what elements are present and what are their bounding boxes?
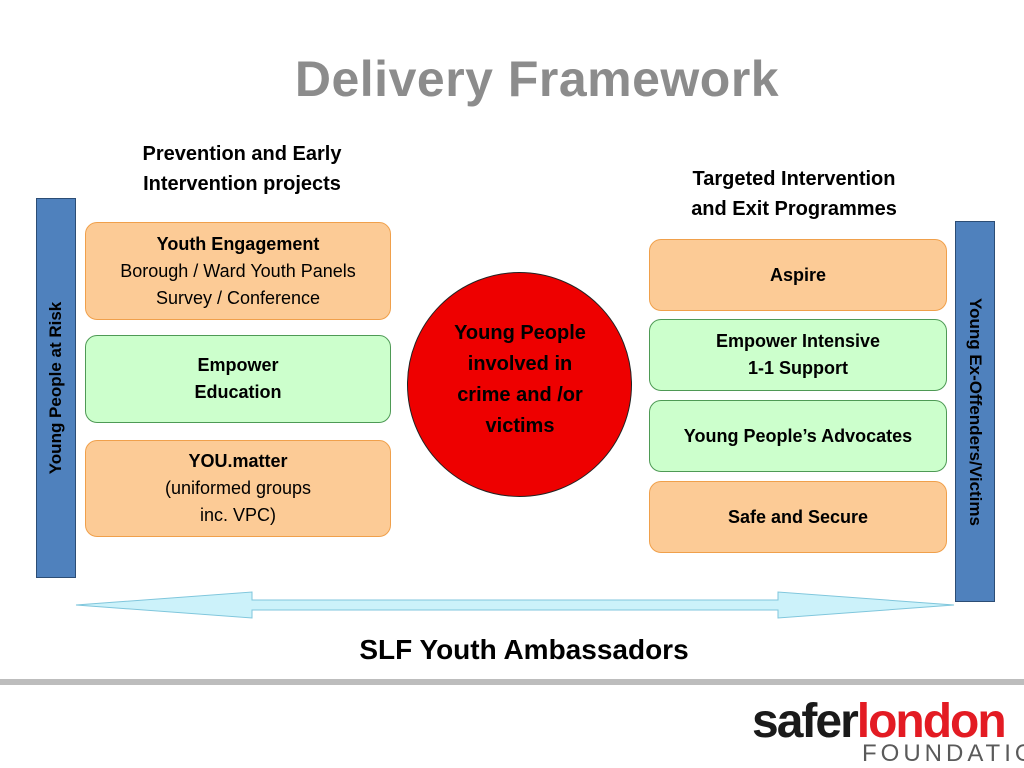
youth-engagement-line1: Borough / Ward Youth Panels — [120, 260, 356, 281]
empower-intensive-line1: Empower Intensive — [715, 331, 881, 351]
advocates-box: Young People’s Advocates — [649, 400, 947, 472]
prevention-heading-line2: Intervention projects — [143, 173, 341, 195]
you-matter-line2: inc. VPC) — [199, 505, 277, 525]
at-risk-bar: Young People at Risk — [36, 198, 76, 578]
empower-intensive-line2: 1-1 Support — [747, 358, 848, 378]
logo-safer-text: safer — [752, 695, 859, 748]
at-risk-label: Young People at Risk — [46, 301, 65, 475]
youth-engagement-title: Youth Engagement — [156, 233, 320, 254]
footer-divider — [0, 679, 1024, 685]
safe-secure-label: Safe and Secure — [727, 506, 869, 527]
logo-foundation-text: FOUNDATION — [862, 740, 1024, 767]
circle-line2: involved in — [467, 353, 573, 375]
circle-line3: crime and /or — [457, 384, 583, 406]
targeted-heading-line2: and Exit Programmes — [691, 198, 897, 220]
prevention-heading-line1: Prevention and Early — [142, 143, 342, 165]
double-arrow — [75, 591, 955, 619]
empower-education-line2: Education — [194, 382, 282, 402]
ex-offenders-bar: Young Ex-Offenders/Victims — [955, 221, 995, 602]
targeted-heading: Targeted Intervention and Exit Programme… — [644, 164, 944, 224]
ex-offenders-label: Young Ex-Offenders/Victims — [966, 297, 985, 526]
youth-engagement-box: Youth Engagement Borough / Ward Youth Pa… — [85, 222, 391, 320]
empower-intensive-box: Empower Intensive 1-1 Support — [649, 319, 947, 391]
safer-london-logo: saferlondon — [752, 695, 1007, 748]
empower-education-box: Empower Education — [85, 335, 391, 423]
ambassadors-label: SLF Youth Ambassadors — [359, 634, 689, 665]
targeted-heading-line1: Targeted Intervention — [692, 168, 896, 190]
circle-line4: victims — [485, 415, 555, 437]
prevention-heading: Prevention and Early Intervention projec… — [92, 139, 392, 199]
young-people-circle — [407, 272, 632, 497]
aspire-box: Aspire — [649, 239, 947, 311]
double-arrow-shape — [75, 591, 955, 619]
slide-title: Delivery Framework — [294, 51, 780, 107]
young-people-circle-text: Young People involved in crime and /or v… — [440, 318, 600, 442]
you-matter-title: YOU.matter — [188, 451, 288, 471]
logo-london-text: london — [856, 695, 1007, 748]
circle-line1: Young People — [454, 322, 586, 344]
you-matter-box: YOU.matter (uniformed groups inc. VPC) — [85, 440, 391, 537]
you-matter-line1: (uniformed groups — [164, 478, 312, 498]
aspire-label: Aspire — [769, 264, 827, 285]
safe-secure-box: Safe and Secure — [649, 481, 947, 553]
advocates-label: Young People’s Advocates — [683, 425, 913, 446]
youth-engagement-line2: Survey / Conference — [155, 287, 321, 308]
empower-education-line1: Empower — [197, 355, 279, 375]
